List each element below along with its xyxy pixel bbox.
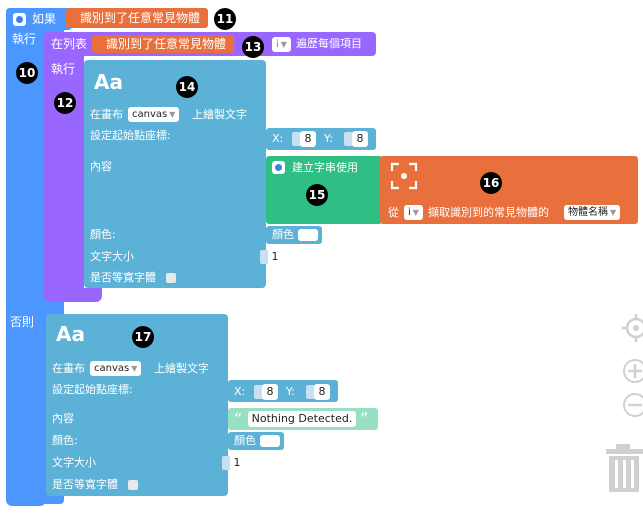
mono-label: 是否等寬字體 (52, 478, 118, 491)
badge-15: 15 (306, 184, 328, 206)
y-value[interactable]: 8 (314, 384, 330, 400)
detect-middle-label: 擷取識別到的常見物體的 (428, 206, 549, 219)
x-reporter (254, 385, 263, 399)
x-label: X: (272, 132, 284, 145)
trash-icon[interactable] (604, 442, 643, 494)
badge-10: 10 (16, 62, 38, 84)
quote-open: “ (234, 409, 243, 428)
chevron-down-icon: ▼ (131, 364, 138, 373)
y-reporter (344, 132, 353, 146)
else-label: 否則 (10, 315, 35, 329)
chevron-down-icon: ▼ (412, 208, 419, 217)
chevron-down-icon: ▼ (169, 110, 176, 119)
x-reporter (292, 132, 301, 146)
if-label: 如果 (32, 12, 57, 26)
color-label: 顏色: (90, 228, 116, 241)
y-reporter (306, 385, 315, 399)
color-chip-label: 顏色 (234, 434, 256, 447)
detect-from-label: 從 (388, 206, 399, 219)
badge-12: 12 (54, 92, 76, 114)
y-label: Y: (324, 132, 333, 145)
mono-label: 是否等寬字體 (90, 271, 156, 284)
color-chip-label: 顏色 (272, 228, 294, 241)
x-label: X: (234, 385, 246, 398)
draw-line1-prefix: 在畫布 (52, 362, 85, 375)
content-label: 內容 (90, 160, 112, 173)
if-block-foot[interactable] (6, 490, 46, 506)
for-each-list-label: 識別到了任意常見物體 (106, 37, 227, 51)
draw-text-block-1[interactable] (84, 60, 266, 288)
gear-icon[interactable] (13, 13, 26, 26)
detect-var-dropdown[interactable]: i▼ (404, 205, 423, 220)
detect-field-text: 物體名稱 (568, 207, 608, 218)
condition-label: 識別到了任意常見物體 (80, 11, 201, 25)
content-text-2[interactable]: Nothing Detected. (248, 411, 356, 427)
size-label: 文字大小 (90, 250, 134, 263)
quote-close: ” (360, 409, 369, 428)
badge-13: 13 (242, 36, 264, 58)
badge-17: 17 (132, 326, 154, 348)
canvas-dropdown-2[interactable]: canvas▼ (90, 361, 142, 376)
size-reporter (222, 456, 231, 470)
detect-var-text: i (408, 207, 411, 218)
for-each-do-label: 執行 (51, 62, 76, 76)
color-swatch-1[interactable] (298, 229, 318, 241)
create-string-label: 建立字串使用 (292, 161, 358, 174)
badge-16: 16 (480, 172, 502, 194)
y-value[interactable]: 8 (352, 131, 368, 147)
color-label: 顏色: (52, 434, 78, 447)
start-coord-label: 設定起始點座標: (52, 383, 133, 396)
else-block-arm[interactable] (6, 308, 58, 328)
y-label: Y: (286, 385, 295, 398)
for-each-foot[interactable] (44, 288, 102, 302)
mono-checkbox[interactable] (166, 273, 176, 283)
for-each-suffix: 遍歷每個項目 (296, 37, 362, 50)
do-label: 執行 (12, 32, 37, 46)
detect-field-dropdown[interactable]: 物體名稱▼ (564, 205, 621, 220)
canvas-dropdown-1[interactable]: canvas▼ (128, 107, 180, 122)
face-detect-icon (390, 162, 418, 190)
draw-line1-suffix: 上繪製文字 (192, 108, 247, 121)
badge-11: 11 (214, 8, 236, 30)
chevron-down-icon: ▼ (280, 40, 287, 49)
text-aa-icon: Aa (56, 322, 85, 346)
condition-block[interactable] (66, 8, 208, 28)
content-label: 內容 (52, 412, 74, 425)
target-icon[interactable] (622, 314, 643, 342)
chevron-down-icon: ▼ (610, 208, 617, 217)
draw-line1-prefix: 在畫布 (90, 108, 123, 121)
zoom-in-icon[interactable] (622, 358, 643, 384)
size-value-2[interactable]: 1 (230, 455, 244, 471)
size-reporter (260, 250, 269, 264)
canvas-dropdown-text: canvas (132, 109, 168, 120)
start-coord-label: 設定起始點座標: (90, 129, 171, 142)
for-each-body-arm[interactable] (44, 32, 84, 300)
mono-checkbox[interactable] (128, 480, 138, 490)
for-each-list-block[interactable] (92, 35, 234, 53)
x-value[interactable]: 8 (300, 131, 316, 147)
color-swatch-2[interactable] (260, 435, 280, 447)
size-label: 文字大小 (52, 456, 96, 469)
draw-line1-suffix: 上繪製文字 (154, 362, 209, 375)
for-each-var-text: i (276, 39, 279, 50)
text-aa-icon: Aa (94, 70, 123, 94)
gear-icon[interactable] (272, 161, 285, 174)
for-each-var-dropdown[interactable]: i▼ (272, 37, 291, 52)
size-value-1[interactable]: 1 (268, 249, 282, 265)
badge-14: 14 (176, 76, 198, 98)
for-each-prefix: 在列表 (51, 37, 88, 51)
zoom-out-icon[interactable] (622, 392, 643, 418)
canvas-dropdown-text: canvas (94, 363, 130, 374)
x-value[interactable]: 8 (262, 384, 278, 400)
